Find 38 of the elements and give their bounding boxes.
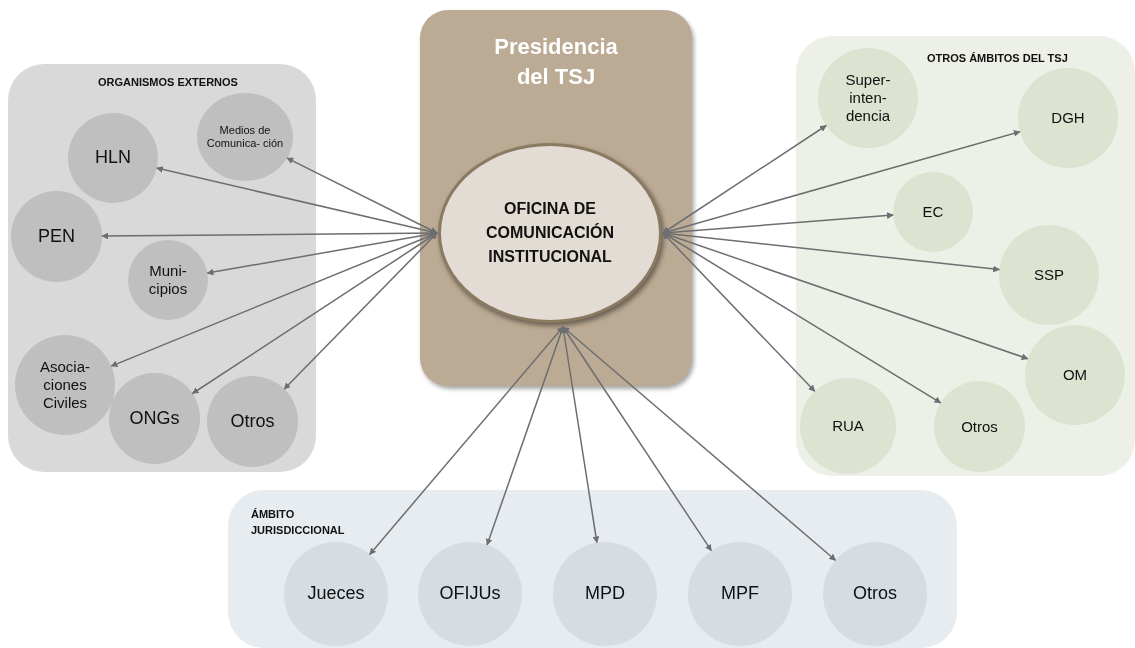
group-panel [796, 36, 1135, 476]
group-heading: OTROS ÁMBITOS DEL TSJ [927, 51, 1068, 66]
entity-label: EC [921, 203, 945, 221]
arrow [562, 326, 713, 552]
entity-label: Asocia- ciones Civiles [39, 358, 91, 412]
arrow [662, 124, 827, 234]
arrow [560, 326, 600, 544]
entity-label: SSP [1033, 266, 1065, 284]
arrow [485, 326, 565, 546]
panel-title: Presidencia del TSJ [493, 33, 619, 91]
arrow [562, 326, 837, 561]
entity-label: ONGs [128, 407, 181, 430]
entity-circle [800, 378, 896, 474]
entity-label: MPD [584, 583, 626, 605]
presidency-panel [420, 10, 692, 386]
arrow [286, 157, 438, 234]
entity-label: Otros [960, 417, 999, 436]
entity-label: Otros [229, 410, 276, 433]
group-heading: ORGANISMOS EXTERNOS [98, 75, 238, 90]
entity-label: HLN [94, 147, 132, 169]
entity-label: Super- inten- dencia [844, 71, 892, 125]
arrow [368, 326, 564, 556]
entity-label: RUA [831, 417, 865, 435]
entity-label: DGH [1050, 109, 1086, 127]
entity-label: Medios de Comunica- ción [205, 123, 285, 151]
entity-label: MPF [720, 583, 760, 605]
entity-label: Otros [852, 583, 898, 605]
group-heading: ÁMBITO JURISDICCIONAL [251, 507, 346, 538]
entity-label: OFIJUs [438, 583, 502, 605]
entity-label: Jueces [306, 583, 366, 605]
entity-label: OM [1061, 366, 1089, 384]
entity-label: PEN [37, 225, 76, 248]
group-panel [228, 490, 957, 648]
office-label: OFICINA DE COMUNICACIÓN INSTITUCIONAL [485, 199, 615, 267]
entity-label: Muni- cipios [147, 262, 189, 298]
arrow [283, 232, 438, 390]
group-panel [8, 64, 316, 472]
arrow [662, 232, 816, 393]
